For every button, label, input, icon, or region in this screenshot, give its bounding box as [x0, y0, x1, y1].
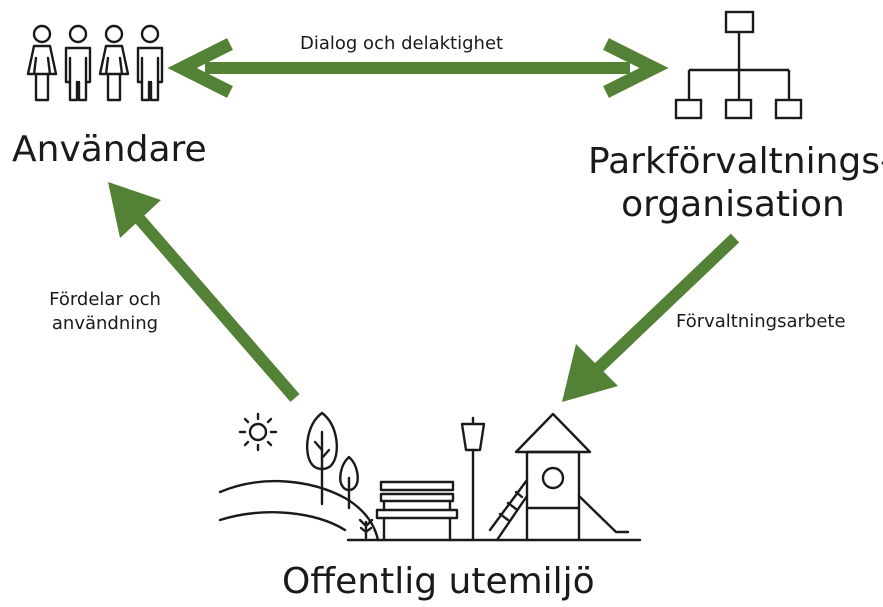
- park-icon: [218, 411, 642, 542]
- lamp-post-icon: [460, 416, 486, 542]
- bench-icon: [375, 480, 459, 542]
- arrow-benefits: [108, 182, 300, 402]
- edge-benefits-label: Fördelar och användning: [30, 288, 180, 337]
- node-organisation-line1: Parkförvaltnings-: [588, 141, 883, 182]
- node-organisation-line2: organisation: [621, 184, 845, 226]
- edge-benefits-line2: användning: [51, 313, 159, 335]
- node-organisation-label: Parkförvaltnings- organisation: [588, 140, 883, 226]
- small-tree-icon: [339, 455, 359, 510]
- arrow-management: [562, 233, 740, 402]
- node-environment-label: Offentlig utemiljö: [282, 561, 595, 602]
- edge-benefits-line1: Fördelar och: [49, 289, 161, 310]
- edge-management-label: Förvaltningsarbete: [676, 311, 846, 332]
- arrow-dialog: [167, 38, 669, 98]
- playhouse-icon: [488, 412, 630, 542]
- edge-dialog-label: Dialog och delaktighet: [300, 33, 504, 54]
- people-icon: [26, 24, 164, 102]
- node-users-label: Användare: [12, 129, 207, 170]
- tree-icon: [305, 411, 339, 506]
- sun-icon: [238, 412, 278, 452]
- org-chart-icon: [674, 10, 803, 120]
